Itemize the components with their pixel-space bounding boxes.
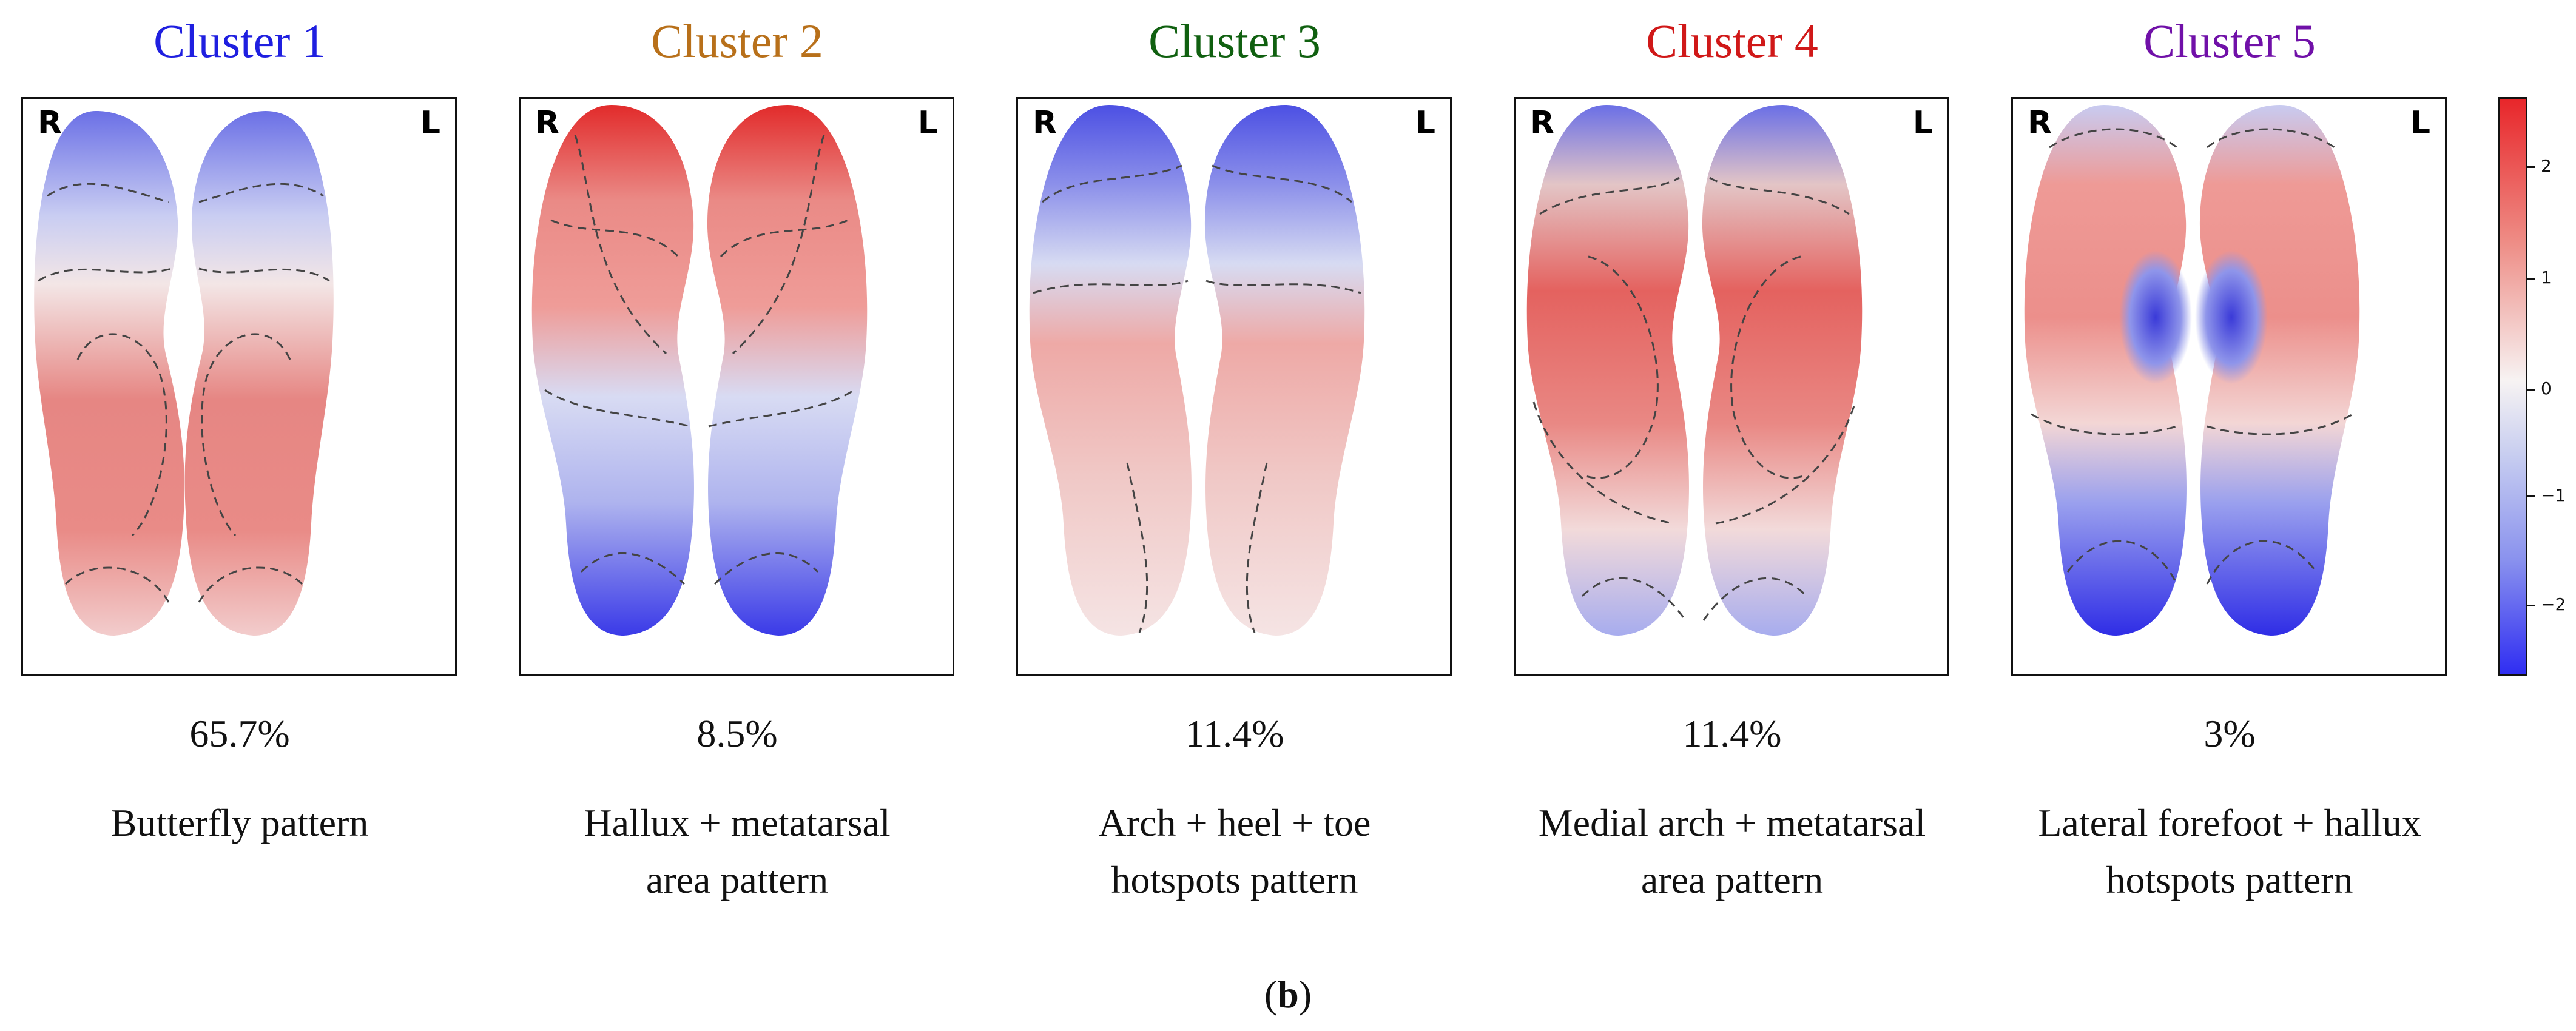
right-foot-label: R — [535, 105, 560, 141]
left-foot — [1204, 105, 1365, 636]
left-foot — [707, 105, 868, 636]
right-foot — [1526, 105, 1689, 636]
pressure-map-svg — [1526, 105, 1863, 636]
right-foot-label: R — [1530, 105, 1555, 141]
cluster-1: Cluster 1 — [21, 0, 458, 934]
description-line-2: area pattern — [646, 858, 829, 901]
cluster-2: Cluster 2 R — [519, 0, 956, 934]
colorbar-tick: −1 — [2527, 485, 2576, 505]
cluster-description: Lateral forefoot + hallux hotspots patte… — [2011, 794, 2448, 908]
left-foot — [1702, 105, 1863, 636]
pressure-map-panel: R L — [1016, 97, 1452, 676]
cluster-title: Cluster 2 — [651, 15, 823, 67]
right-forefoot-low-spot — [2119, 250, 2192, 384]
cluster-description: Medial arch + metatarsal area pattern — [1514, 794, 1951, 908]
cluster-5: Cluster 5 — [2011, 0, 2448, 934]
left-foot-label: L — [1912, 105, 1933, 141]
pressure-map-panel: R L — [519, 97, 954, 676]
left-foot-label: L — [420, 105, 440, 141]
pressure-map-svg — [1029, 105, 1365, 636]
description-line-2: hotspots pattern — [2106, 858, 2353, 901]
cluster-percentage: 65.7% — [189, 712, 290, 755]
colorbar-tick-label: 0 — [2541, 378, 2552, 398]
right-foot-label: R — [2028, 105, 2052, 141]
description-line-1: Lateral forefoot + hallux — [2038, 801, 2421, 844]
colorbar-tick: 1 — [2527, 267, 2576, 287]
pressure-map-panel: R L — [1514, 97, 1949, 676]
description-line-1: Hallux + metatarsal — [584, 801, 891, 844]
right-foot — [531, 105, 694, 636]
cluster-title: Cluster 5 — [2143, 15, 2316, 67]
cluster-description: Hallux + metatarsal area pattern — [519, 794, 956, 908]
caption-paren-open: ( — [1264, 973, 1278, 1016]
pressure-map-panel: R L — [2011, 97, 2447, 676]
colorbar — [2498, 97, 2527, 676]
caption-letter: b — [1277, 973, 1299, 1016]
cluster-title: Cluster 4 — [1646, 15, 1818, 67]
right-foot — [1029, 105, 1192, 636]
colorbar-tick-label: 2 — [2541, 156, 2552, 176]
pressure-map-panel: R L — [21, 97, 457, 676]
left-foot-label: L — [2410, 105, 2430, 141]
cluster-percentage: 11.4% — [1682, 712, 1782, 755]
description-line-1: Butterfly pattern — [110, 801, 369, 844]
right-foot-label: R — [1033, 105, 1057, 141]
cluster-description: Arch + heel + toe hotspots pattern — [1016, 794, 1453, 908]
caption-paren-close: ) — [1298, 973, 1312, 1016]
right-foot — [2024, 105, 2187, 636]
colorbar-tick-label: −1 — [2541, 485, 2566, 505]
pressure-map-svg — [2024, 105, 2360, 636]
description-line-2: hotspots pattern — [1111, 858, 1358, 901]
pressure-map-svg — [531, 105, 868, 636]
description-line-2: area pattern — [1640, 858, 1824, 901]
cluster-4: Cluster 4 — [1514, 0, 1951, 934]
left-foot — [184, 111, 334, 636]
description-line-1: Medial arch + metatarsal — [1538, 801, 1926, 844]
left-foot-label: L — [917, 105, 938, 141]
colorbar-tick-label: 1 — [2541, 267, 2552, 287]
cluster-percentage: 11.4% — [1185, 712, 1284, 755]
colorbar-tick: −2 — [2527, 594, 2576, 614]
cluster-title: Cluster 3 — [1148, 15, 1321, 67]
description-line-1: Arch + heel + toe — [1098, 801, 1371, 844]
colorbar-tick-label: −2 — [2541, 594, 2566, 614]
cluster-percentage: 8.5% — [696, 712, 778, 755]
cluster-title: Cluster 1 — [153, 15, 326, 67]
cluster-description: Butterfly pattern — [21, 794, 458, 851]
left-foot — [2199, 105, 2360, 636]
colorbar-tick: 0 — [2527, 378, 2576, 398]
cluster-3: Cluster 3 R L — [1016, 0, 1453, 934]
cluster-percentage: 3% — [2203, 712, 2256, 755]
figure-caption: (b) — [0, 970, 2576, 1019]
colorbar-tick: 2 — [2527, 156, 2576, 176]
pressure-map-svg — [34, 111, 334, 636]
left-foot-label: L — [1415, 105, 1435, 141]
left-forefoot-low-spot — [2195, 250, 2268, 384]
right-foot-label: R — [38, 105, 62, 141]
right-foot — [34, 111, 184, 636]
